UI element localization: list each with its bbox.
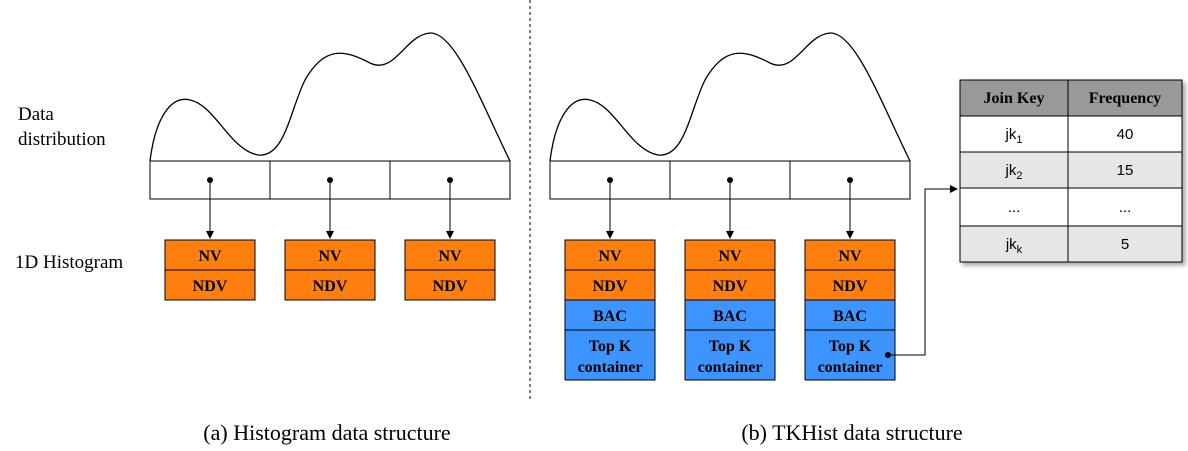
- histogram-bucket: NV NDV: [284, 239, 376, 301]
- ndv-label: NDV: [433, 278, 468, 295]
- caption-b: (b) TKHist data structure: [741, 420, 962, 445]
- nv-label: NV: [318, 248, 342, 265]
- table-cell-key: jk2: [1005, 162, 1023, 182]
- topk-label-line1: Top K: [589, 338, 632, 355]
- ndv-label: NDV: [833, 278, 868, 295]
- tkhist-bucket: NV NDV BAC Top K container: [684, 239, 776, 381]
- table-header-join-key: Join Key: [984, 90, 1045, 107]
- table-cell-key: ...: [1008, 199, 1021, 216]
- ndv-label: NDV: [193, 278, 228, 295]
- topk-label-line2: container: [818, 359, 883, 376]
- bac-label: BAC: [713, 308, 747, 325]
- topk-label-line2: container: [698, 359, 763, 376]
- ndv-label: NDV: [713, 278, 748, 295]
- topk-label-line1: Top K: [829, 338, 872, 355]
- distribution-label-line2: distribution: [18, 129, 106, 150]
- topk-label-line1: Top K: [709, 338, 752, 355]
- nv-label: NV: [838, 248, 862, 265]
- table-header-frequency: Frequency: [1089, 90, 1162, 107]
- nv-label: NV: [718, 248, 742, 265]
- table-row: [959, 187, 1183, 227]
- table-row: [959, 225, 1183, 263]
- bac-label: BAC: [833, 308, 867, 325]
- topk-label-line2: container: [578, 359, 643, 376]
- topk-connector-arrow: [888, 185, 958, 356]
- nv-label: NV: [198, 248, 222, 265]
- table-cell-key: jk1: [1005, 126, 1023, 146]
- distribution-curve: [149, 32, 511, 162]
- caption-a: (a) Histogram data structure: [203, 420, 450, 445]
- histogram-label: 1D Histogram: [15, 252, 123, 273]
- table-cell-key: jkk: [1005, 236, 1023, 256]
- ndv-label: NDV: [593, 278, 628, 295]
- table-cell-frequency: 40: [1117, 126, 1134, 143]
- bac-label: BAC: [593, 308, 627, 325]
- topk-table-cells: Join Key Frequency jk1 40 jk2 15 ... ...…: [959, 79, 1183, 263]
- histogram-bucket: NV NDV: [164, 239, 256, 301]
- nv-label: NV: [438, 248, 462, 265]
- table-header-row: [959, 79, 1183, 117]
- distribution-curve: [549, 32, 911, 162]
- table-row: [959, 115, 1183, 153]
- table-cell-frequency: 15: [1117, 162, 1134, 179]
- table-cell-frequency: 5: [1121, 236, 1129, 253]
- tkhist-bucket: NV NDV BAC Top K container: [804, 239, 896, 381]
- histogram-bucket: NV NDV: [404, 239, 496, 301]
- distribution-label-line1: Data: [18, 104, 54, 125]
- left-panel: Data distribution 1D Histogram NV NDV NV…: [15, 32, 511, 445]
- tkhist-bucket: NV NDV BAC Top K container: [564, 239, 656, 381]
- table-row: [959, 151, 1183, 189]
- nv-label: NV: [598, 248, 622, 265]
- table-cell-frequency: ...: [1119, 199, 1132, 216]
- right-panel: NV NDV BAC Top K container NV NDV BAC To…: [549, 32, 1183, 445]
- ndv-label: NDV: [313, 278, 348, 295]
